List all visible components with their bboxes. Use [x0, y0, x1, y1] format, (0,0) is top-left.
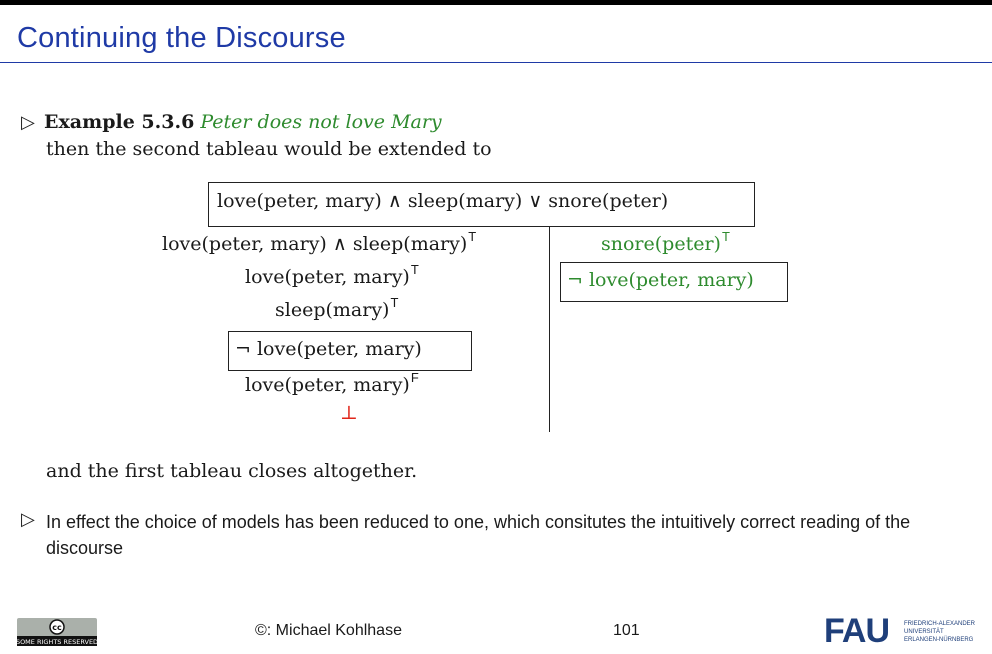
cc-text: SOME RIGHTS RESERVED	[17, 638, 97, 646]
left-node-1: love(peter, mary) ∧ sleep(mary)T	[162, 229, 477, 255]
left-node-3: sleep(mary)T	[275, 295, 399, 321]
left-node-4: ¬ love(peter, mary)	[235, 338, 422, 360]
tableau-root: love(peter, mary) ∧ sleep(mary) ∨ snore(…	[217, 190, 669, 212]
example-sentence: Peter does not love Mary	[200, 111, 442, 133]
example-intro: then the second tableau would be extende…	[46, 138, 492, 160]
example-label: Example 5.3.6	[44, 111, 195, 133]
svg-text:ERLANGEN-NÜRNBERG: ERLANGEN-NÜRNBERG	[904, 636, 974, 643]
svg-text:FRIEDRICH-ALEXANDER: FRIEDRICH-ALEXANDER	[904, 621, 976, 627]
fau-logo-text: FAU	[824, 612, 889, 648]
left-node-2: love(peter, mary)T	[245, 262, 419, 288]
point-2: In effect the choice of models has been …	[46, 512, 911, 558]
bullet-triangle-icon: ▷	[21, 509, 35, 530]
top-bar	[0, 0, 992, 5]
svg-text:UNIVERSITÄT: UNIVERSITÄT	[904, 628, 944, 635]
title-rule	[0, 62, 992, 63]
tableau-root-box	[208, 182, 755, 227]
cc-license-badge: cc SOME RIGHTS RESERVED	[16, 618, 98, 646]
example-line: Example 5.3.6 Peter does not love Mary	[44, 111, 442, 133]
left-node-4-box	[228, 331, 472, 371]
right-node-2: ¬ love(peter, mary)	[567, 269, 754, 291]
left-node-5: love(peter, mary)F	[245, 370, 419, 396]
branch-line	[549, 227, 550, 432]
footer-author: ©: Michael Kohlhase	[255, 622, 402, 639]
slide-title: Continuing the Discourse	[17, 22, 346, 54]
page-number: 101	[613, 622, 640, 639]
right-node-1: snore(peter)T	[601, 229, 730, 255]
closing-text: and the first tableau closes altogether.	[46, 460, 418, 482]
fau-logo: FAU FRIEDRICH-ALEXANDER UNIVERSITÄT ERLA…	[824, 612, 980, 650]
bullet-triangle-icon: ▷	[21, 112, 35, 133]
right-node-2-box	[560, 262, 788, 302]
svg-text:cc: cc	[52, 623, 62, 632]
closure-symbol: ⊥	[340, 402, 358, 424]
